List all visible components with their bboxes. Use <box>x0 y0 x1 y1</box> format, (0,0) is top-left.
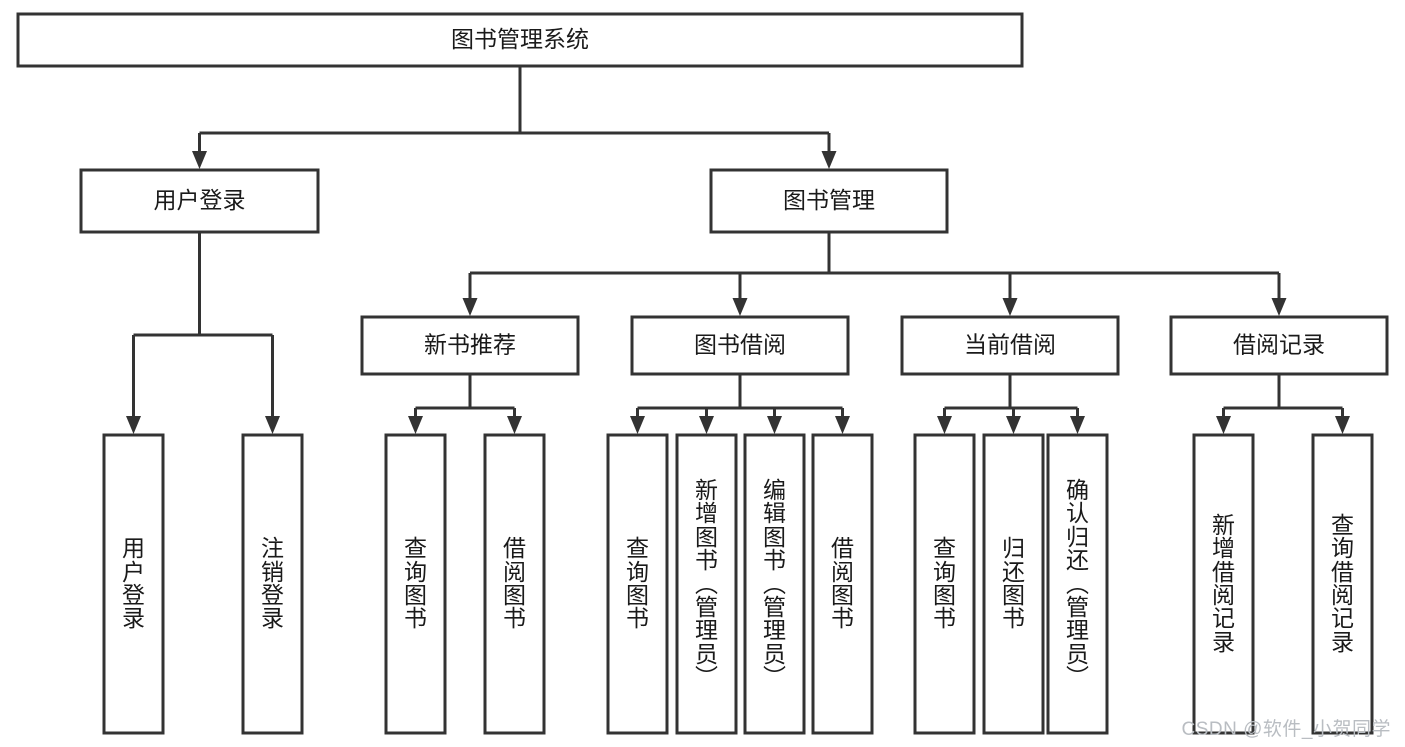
arrow-head-book_manage <box>821 151 837 169</box>
node-box-user_login[interactable] <box>79 168 320 234</box>
node-box-leaf_add_book[interactable] <box>675 433 738 735</box>
watermark-text: CSDN @软件_小贺同学 <box>1181 719 1391 740</box>
node-box-current_borrow[interactable] <box>900 315 1120 376</box>
node-label-user_login: 用户登录 <box>154 187 246 213</box>
arrow-head-leaf_query_book_2 <box>630 416 645 434</box>
node-label-borrow_record: 借阅记录 <box>1233 332 1325 358</box>
node-box-new_book_rec[interactable] <box>360 315 580 376</box>
arrow-head-user_login <box>192 151 207 169</box>
node-label-root: 图书管理系统 <box>451 26 589 52</box>
arrow-head-leaf_query_book_1 <box>408 416 423 434</box>
arrow-head-leaf_confirm_return <box>1070 416 1085 434</box>
node-box-book_borrow[interactable] <box>630 315 850 376</box>
arrow-head-borrow_record <box>1271 298 1287 316</box>
node-box-leaf_query_book_3[interactable] <box>913 433 976 735</box>
node-label-book_borrow: 图书借阅 <box>694 332 786 358</box>
node-box-leaf_user_login[interactable] <box>102 433 165 735</box>
arrow-head-new_book_rec <box>462 298 478 316</box>
node-label-book_manage: 图书管理 <box>783 187 875 213</box>
node-box-book_manage[interactable] <box>709 168 949 234</box>
node-box-leaf_add_record[interactable] <box>1192 433 1255 735</box>
arrow-head-book_borrow <box>732 298 748 316</box>
arrow-head-leaf_logout <box>265 416 280 434</box>
node-box-leaf_query_record[interactable] <box>1311 433 1374 735</box>
node-box-leaf_borrow_book_2[interactable] <box>811 433 874 735</box>
node-box-leaf_return_book[interactable] <box>982 433 1045 735</box>
arrow-head-leaf_borrow_book_1 <box>507 416 522 434</box>
box-layer <box>16 12 1389 735</box>
arrow-head-leaf_return_book <box>1006 416 1021 434</box>
arrow-head-leaf_add_book <box>699 416 714 434</box>
node-box-leaf_borrow_book_1[interactable] <box>483 433 546 735</box>
node-box-borrow_record[interactable] <box>1169 315 1389 376</box>
node-label-current_borrow: 当前借阅 <box>964 332 1056 358</box>
node-box-leaf_confirm_return[interactable] <box>1046 433 1109 735</box>
node-box-leaf_edit_book[interactable] <box>743 433 806 735</box>
arrow-head-leaf_query_book_3 <box>937 416 952 434</box>
arrow-head-leaf_user_login <box>126 416 141 434</box>
node-box-leaf_query_book_1[interactable] <box>384 433 447 735</box>
arrow-head-current_borrow <box>1002 298 1018 316</box>
node-label-new_book_rec: 新书推荐 <box>424 332 516 358</box>
node-box-leaf_query_book_2[interactable] <box>606 433 669 735</box>
arrow-head-leaf_add_record <box>1216 416 1231 434</box>
arrow-head-leaf_query_record <box>1335 416 1350 434</box>
arrow-head-leaf_edit_book <box>767 416 782 434</box>
node-box-root[interactable] <box>16 12 1024 68</box>
connector-layer <box>126 66 1350 434</box>
arrow-head-leaf_borrow_book_2 <box>835 416 850 434</box>
node-box-leaf_logout[interactable] <box>241 433 304 735</box>
